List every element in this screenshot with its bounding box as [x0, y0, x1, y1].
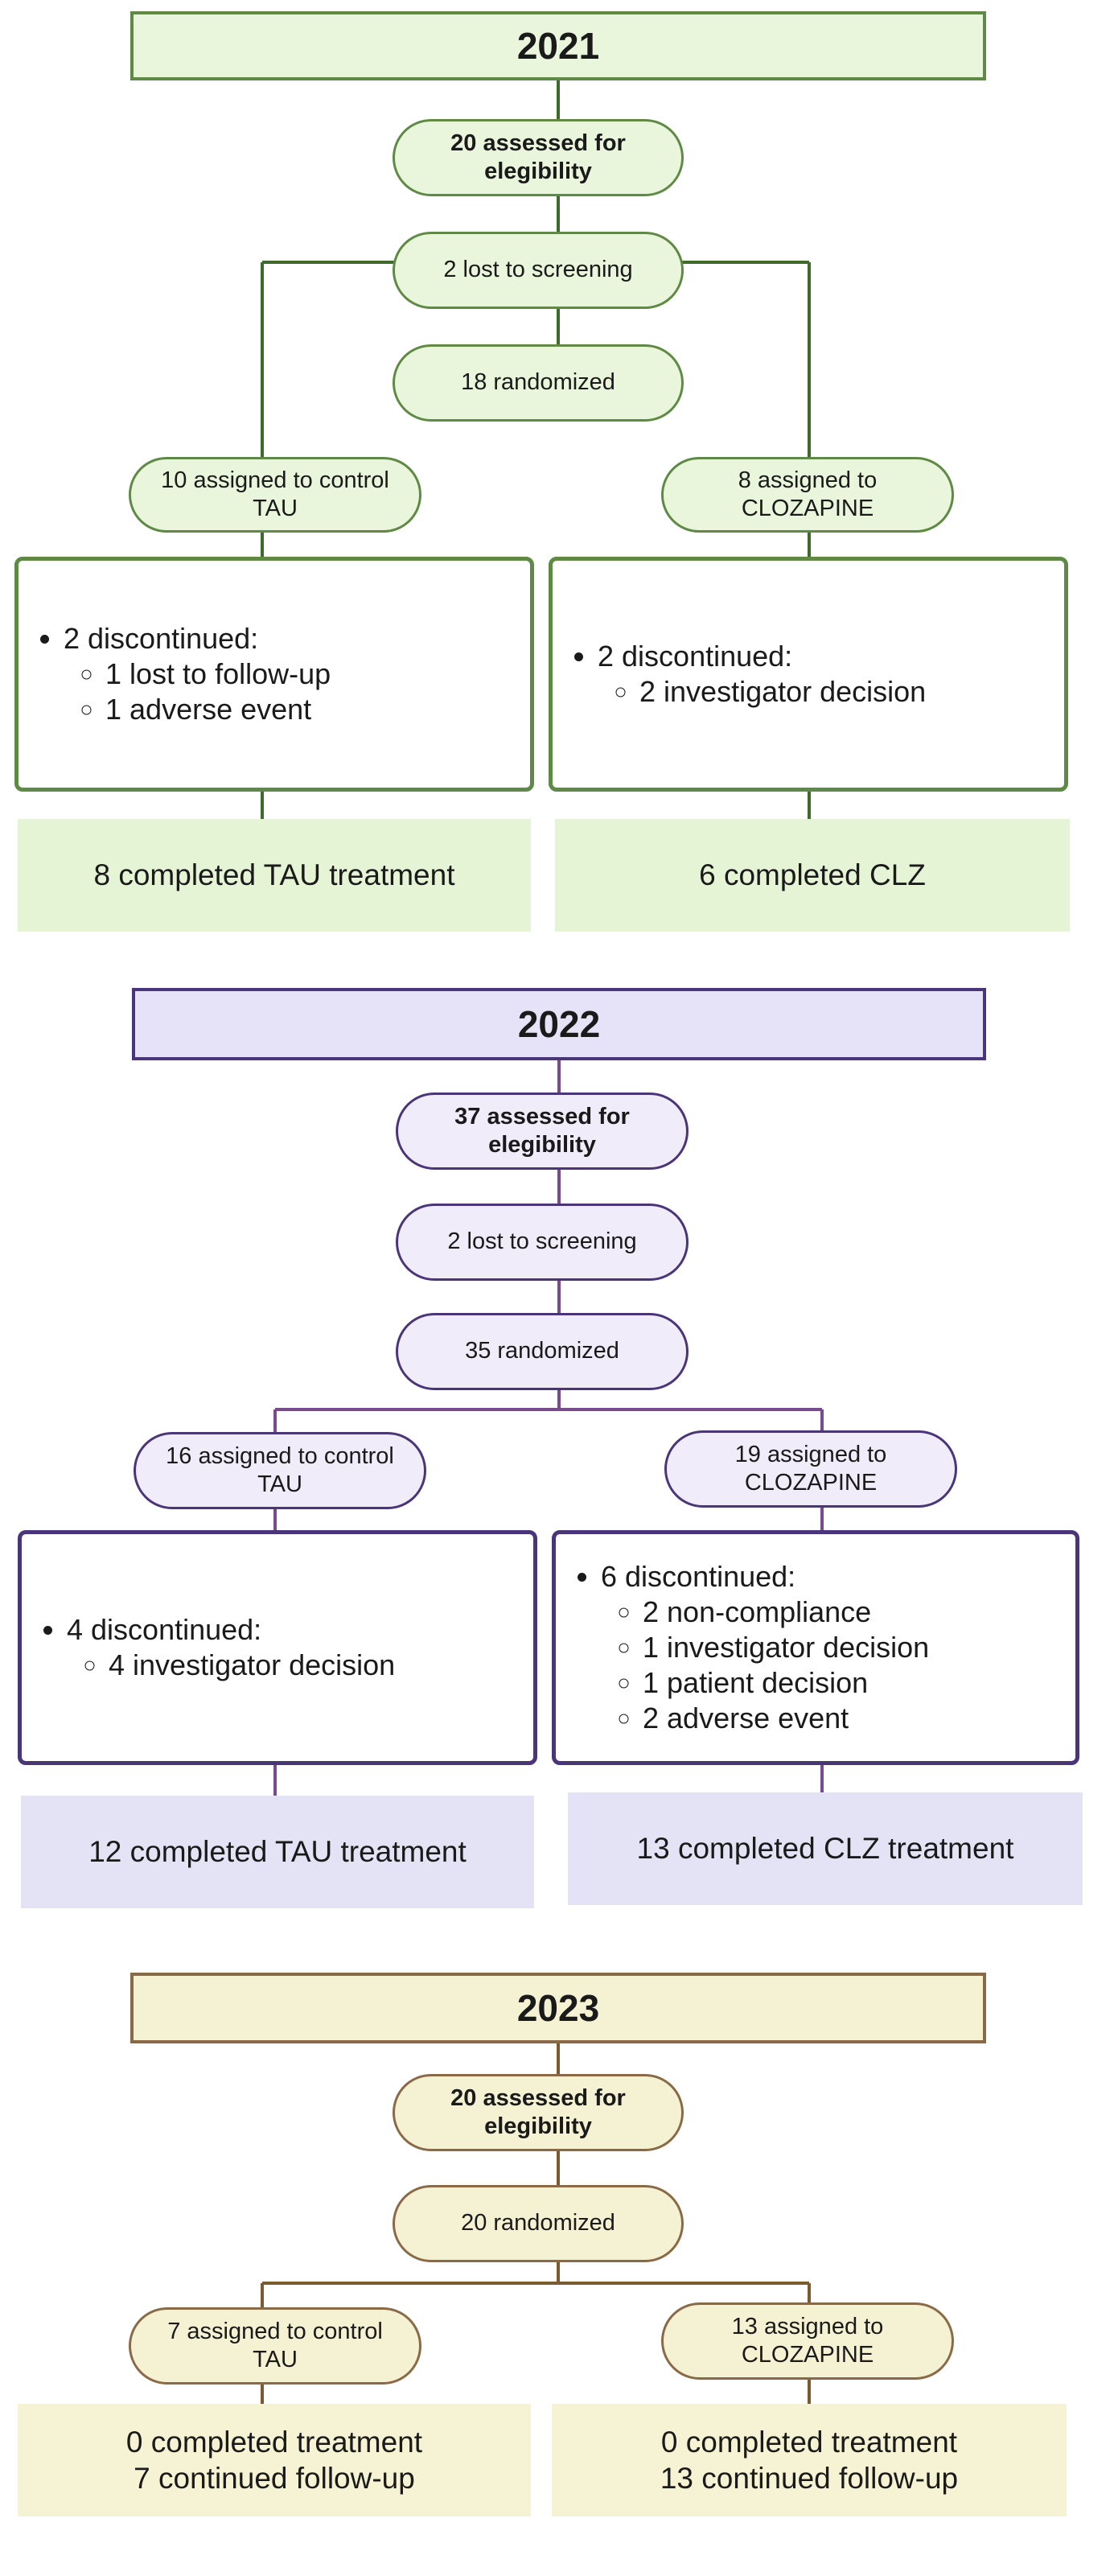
lost-to-screening-node: 2 lost to screening: [396, 1204, 689, 1281]
connector-right-result: [820, 1765, 824, 1792]
discontinued-reasons: 2 investigator decision: [598, 674, 926, 710]
discontinued-reasons: 1 lost to follow-up1 adverse event: [64, 656, 331, 727]
connector-right-assigned: [820, 1508, 824, 1530]
clozapine-discontinued-box: 2 discontinued:2 investigator decision: [549, 557, 1068, 792]
connector-right-branch: [808, 2283, 811, 2302]
discontinued-reason: 2 adverse event: [643, 1701, 929, 1736]
discontinued-list: 4 discontinued:4 investigator decision: [22, 1612, 395, 1683]
connector-right-branch: [808, 262, 811, 457]
clozapine-result-line: 13 continued follow-up: [660, 2462, 959, 2495]
connector-left-assigned: [261, 533, 264, 557]
tau-result-line: 8 completed TAU treatment: [93, 858, 455, 892]
discontinued-reason: 1 patient decision: [643, 1665, 929, 1701]
connector-left-branch: [273, 1409, 277, 1432]
connector-left-assigned: [273, 1509, 277, 1530]
clozapine-result-box: 13 completed CLZ treatment: [568, 1792, 1083, 1905]
discontinued-count: 2 discontinued:: [64, 622, 259, 656]
connector-right-result: [808, 2380, 811, 2404]
assessed-node: 37 assessed for elegibility: [396, 1093, 689, 1170]
connector-randomized-stem: [557, 2262, 560, 2283]
tau-discontinued-box: 2 discontinued:1 lost to follow-up1 adve…: [14, 557, 534, 792]
clozapine-result-box: 6 completed CLZ: [555, 819, 1070, 932]
tau-assigned-node: 10 assigned to control TAU: [129, 457, 421, 533]
clozapine-result-line: 0 completed treatment: [660, 2425, 958, 2459]
assessed-node: 20 assessed for elegibility: [393, 2074, 684, 2151]
clozapine-result-line: 13 completed CLZ treatment: [636, 1832, 1014, 1866]
clozapine-discontinued-box: 6 discontinued:2 non-compliance1 investi…: [552, 1530, 1079, 1765]
discontinued-reason: 1 adverse event: [105, 692, 331, 727]
connector-randomized-stem: [557, 1390, 561, 1409]
connector-branch-bar: [275, 1408, 822, 1411]
discontinued-list: 2 discontinued:2 investigator decision: [553, 639, 926, 710]
connector-left-result: [273, 1765, 277, 1796]
tau-result-line: 12 completed TAU treatment: [88, 1835, 467, 1869]
discontinued-item: 2 discontinued:1 lost to follow-up1 adve…: [64, 621, 331, 727]
connector-main-stem: [557, 1060, 561, 1313]
randomized-node: 20 randomized: [393, 2185, 684, 2262]
lost-to-screening-node: 2 lost to screening: [393, 232, 684, 309]
discontinued-reason: 2 non-compliance: [643, 1595, 929, 1630]
connector-left-branch: [261, 262, 264, 457]
connector-right-branch: [820, 1409, 824, 1430]
year-header: 2022: [132, 988, 986, 1060]
discontinued-reasons: 2 non-compliance1 investigator decision1…: [601, 1595, 929, 1736]
tau-assigned-node: 7 assigned to control TAU: [129, 2307, 421, 2385]
discontinued-item: 4 discontinued:4 investigator decision: [67, 1612, 395, 1683]
connector-main-stem: [557, 80, 560, 344]
discontinued-reason: 4 investigator decision: [109, 1648, 395, 1683]
connector-left-branch: [261, 2283, 264, 2307]
tau-assigned-node: 16 assigned to control TAU: [134, 1432, 426, 1509]
tau-result-box: 12 completed TAU treatment: [21, 1796, 534, 1908]
connector-right-result: [808, 792, 811, 819]
discontinued-list: 2 discontinued:1 lost to follow-up1 adve…: [18, 621, 331, 727]
discontinued-reasons: 4 investigator decision: [67, 1648, 395, 1683]
connector-left-result: [261, 792, 264, 819]
clozapine-assigned-node: 13 assigned to CLOZAPINE: [661, 2302, 954, 2380]
discontinued-list: 6 discontinued:2 non-compliance1 investi…: [556, 1559, 929, 1736]
clozapine-assigned-node: 8 assigned to CLOZAPINE: [661, 457, 954, 533]
connector-left-result: [261, 2385, 264, 2404]
tau-result-line: 7 continued follow-up: [134, 2462, 415, 2495]
year-header: 2023: [130, 1973, 986, 2043]
randomized-node: 18 randomized: [393, 344, 684, 422]
discontinued-count: 4 discontinued:: [67, 1613, 262, 1647]
clozapine-assigned-node: 19 assigned to CLOZAPINE: [664, 1430, 957, 1508]
tau-result-box: 8 completed TAU treatment: [18, 819, 531, 932]
tau-discontinued-box: 4 discontinued:4 investigator decision: [18, 1530, 537, 1765]
discontinued-count: 6 discontinued:: [601, 1560, 796, 1594]
year-header: 2021: [130, 11, 986, 80]
discontinued-reason: 1 lost to follow-up: [105, 656, 331, 692]
connector-right-assigned: [808, 533, 811, 557]
discontinued-reason: 1 investigator decision: [643, 1630, 929, 1665]
randomized-node: 35 randomized: [396, 1313, 689, 1390]
connector-branch-bar: [262, 2282, 809, 2285]
discontinued-count: 2 discontinued:: [598, 640, 793, 673]
assessed-node: 20 assessed for elegibility: [393, 119, 684, 196]
tau-result-line: 0 completed treatment: [125, 2425, 423, 2459]
discontinued-reason: 2 investigator decision: [639, 674, 926, 710]
discontinued-item: 2 discontinued:2 investigator decision: [598, 639, 926, 710]
clozapine-result-line: 6 completed CLZ: [699, 858, 926, 892]
discontinued-item: 6 discontinued:2 non-compliance1 investi…: [601, 1559, 929, 1736]
